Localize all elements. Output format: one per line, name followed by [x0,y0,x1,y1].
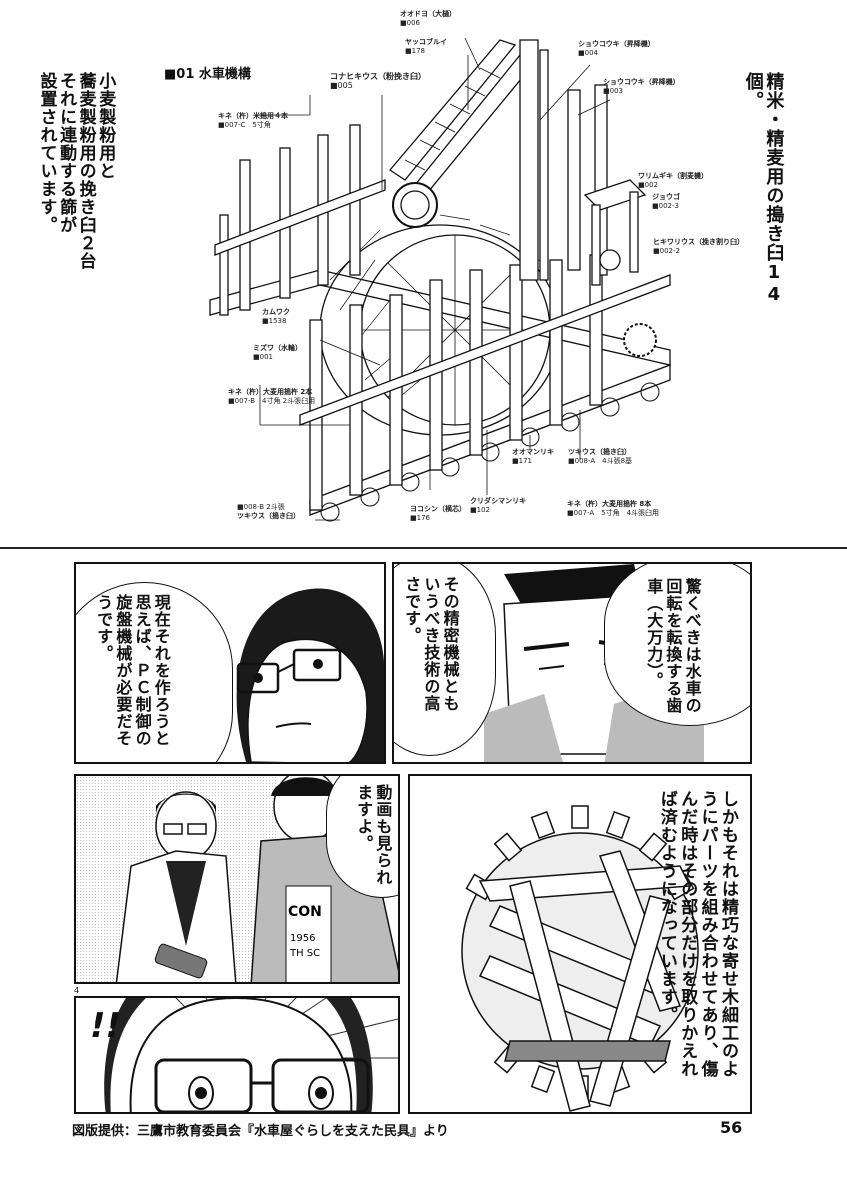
panel-phone-scene: CON 1956 TH SC 動画も見られますよ。 [74,774,400,984]
left-caption: 小麦製粉用と 蕎麦製粉用の挽き臼２台 それに連動する篩が 設置されています。 [36,72,116,322]
label-warimugiki: ワリムギキ（割麦機）■002 [638,172,708,189]
woman-face-drawing [236,588,384,762]
shirt-text-year: 1956 [290,933,315,944]
surprised-eyes-drawing [104,998,398,1112]
label-oodoyo: オオドヨ（大樋）■006 [400,10,456,27]
label-tsukiusu-008a: ツキウス（搗き臼）■008-A 4斗張8基 [568,448,633,465]
section-divider [0,547,847,549]
panel-woman-surprised: !! [74,996,400,1114]
diagram-section: 小麦製粉用と 蕎麦製粉用の挽き臼２台 それに連動する篩が 設置されています。 精… [0,0,847,545]
label-shoukouki-003: ショウコウキ（昇降機）■003 [603,78,680,95]
label-shoukouki-004: ショウコウキ（昇降機）■004 [578,40,655,57]
wooden-gear-drawing [461,805,699,1112]
label-hikiwariusu: ヒキワリウス（挽き割り臼）■002-2 [653,238,744,255]
diagram-title: ■01 水車機構 [164,67,251,82]
narration-gear: しかもそれは精巧な寄せ木細工のようにパーツを組み合わせてあり、傷んだ時はその部分… [656,790,738,1078]
left-caption-line-1: 小麦製粉用と [95,72,116,180]
label-kine-007c: キネ（杵）米搗用４本■007-C 5寸角 [218,112,288,129]
left-caption-line-3: それに連動する篩が [56,72,77,234]
left-caption-line-4: 設置されています。 [36,72,57,234]
speech-text-man-1: 驚くべきは水車の回転を転換する歯車（大万力）。 [644,578,702,714]
waterwheel-diagram [209,37,671,522]
panel-marker: 4 [74,986,80,995]
speech-bubble-man-1 [604,564,750,726]
label-kuridashimanriki: クリダシマンリキ■102 [470,497,527,514]
label-jougo: ジョウゴ■002-3 [652,193,680,210]
right-caption: 精米・精麦用の搗き臼14個。 [742,72,785,306]
sfx-exclamation: !! [90,1006,122,1046]
speech-text-man-3: 動画も見られますよ。 [354,784,393,886]
label-kine-007b: キネ（杵）大麦用搗杵 2本■007-B 4寸角 2斗張臼用 [228,388,316,405]
speech-bubble-woman [76,582,233,762]
label-yakkoburui: ヤッコブルイ■178 [405,38,447,55]
shirt-text-con: CON [288,904,322,920]
label-kamuwaku: カムワク■1538 [262,308,290,325]
left-caption-line-2: 蕎麦製粉用の挽き臼２台 [75,72,96,270]
image-credit: 図版提供：三鷹市教育委員会『水車屋ぐらしを支えた民具』より [72,1124,449,1139]
label-konahikiusu: コナヒキウス（粉挽き臼）■005 [330,72,426,90]
label-mizuwa: ミズワ（水輪）■001 [253,344,302,361]
shirt-text-sc: TH SC [289,948,320,959]
label-oomanriki: オオマンリキ■171 [512,448,554,465]
panel-man-closeup: 驚くべきは水車の回転を転換する歯車（大万力）。 その精密機械ともいうべき技術の高… [392,562,752,764]
label-yokoshin: ヨコシン（横芯）■176 [410,505,466,522]
speech-text-man-2: その精密機械ともいうべき技術の高さです。 [402,576,460,712]
panel-gear-closeup: しかもそれは精巧な寄せ木細工のようにパーツを組み合わせてあり、傷んだ時はその部分… [408,774,752,1114]
speech-text-woman: 現在それを作ろうと思えば、ＰＣ制御の旋盤機械が必要だそうです。 [94,594,171,747]
speech-bubble-man-2 [394,564,496,756]
page-number: 56 [720,1118,743,1137]
label-kine-007a: キネ（杵）大麦用搗杵 8本■007-A 5寸角 4斗張臼用 [567,500,660,517]
label-tsukiusu-008b: ■008-B 2斗張ツキウス（搗き臼） [237,503,300,520]
panel-woman-closeup: 現在それを作ろうと思えば、ＰＣ制御の旋盤機械が必要だそうです。 [74,562,386,764]
